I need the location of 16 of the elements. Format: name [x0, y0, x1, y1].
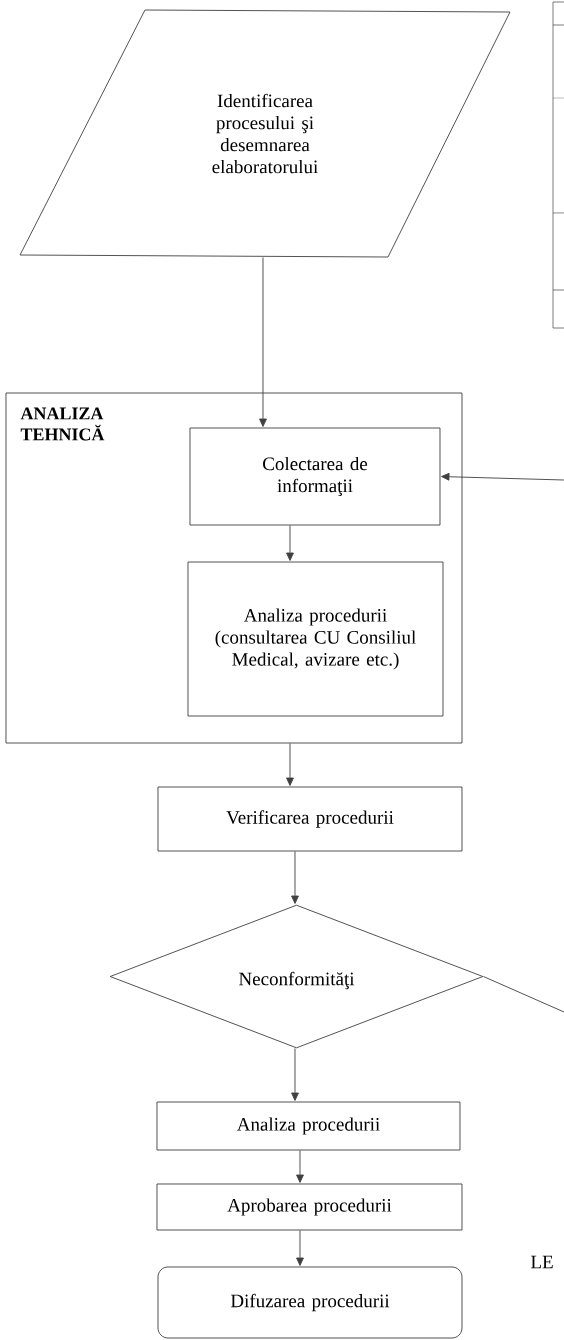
arrow — [441, 472, 564, 481]
arrow — [296, 1150, 304, 1183]
process-box: Colectarea de informaţii — [189, 427, 441, 526]
input-parallelogram: Identificarea procesului şi desemnarea elaboratorului — [19, 9, 511, 258]
process-box: Verificarea procedurii — [157, 786, 463, 852]
note-text: LE — [531, 1255, 553, 1269]
process-box: Analiza procedurii — [156, 1101, 461, 1151]
arrow — [259, 257, 267, 427]
arrow — [291, 1048, 299, 1101]
arrow — [286, 525, 294, 561]
terminal-box: Difuzarea procedurii — [157, 1266, 463, 1339]
arrow — [296, 1230, 304, 1266]
arrow — [286, 743, 294, 786]
process-box: Aprobarea procedurii — [156, 1183, 463, 1231]
arrow — [291, 851, 299, 904]
process-box: Analiza procedurii (consultarea CU Consiliul Medical, avizare etc.) — [187, 561, 444, 717]
